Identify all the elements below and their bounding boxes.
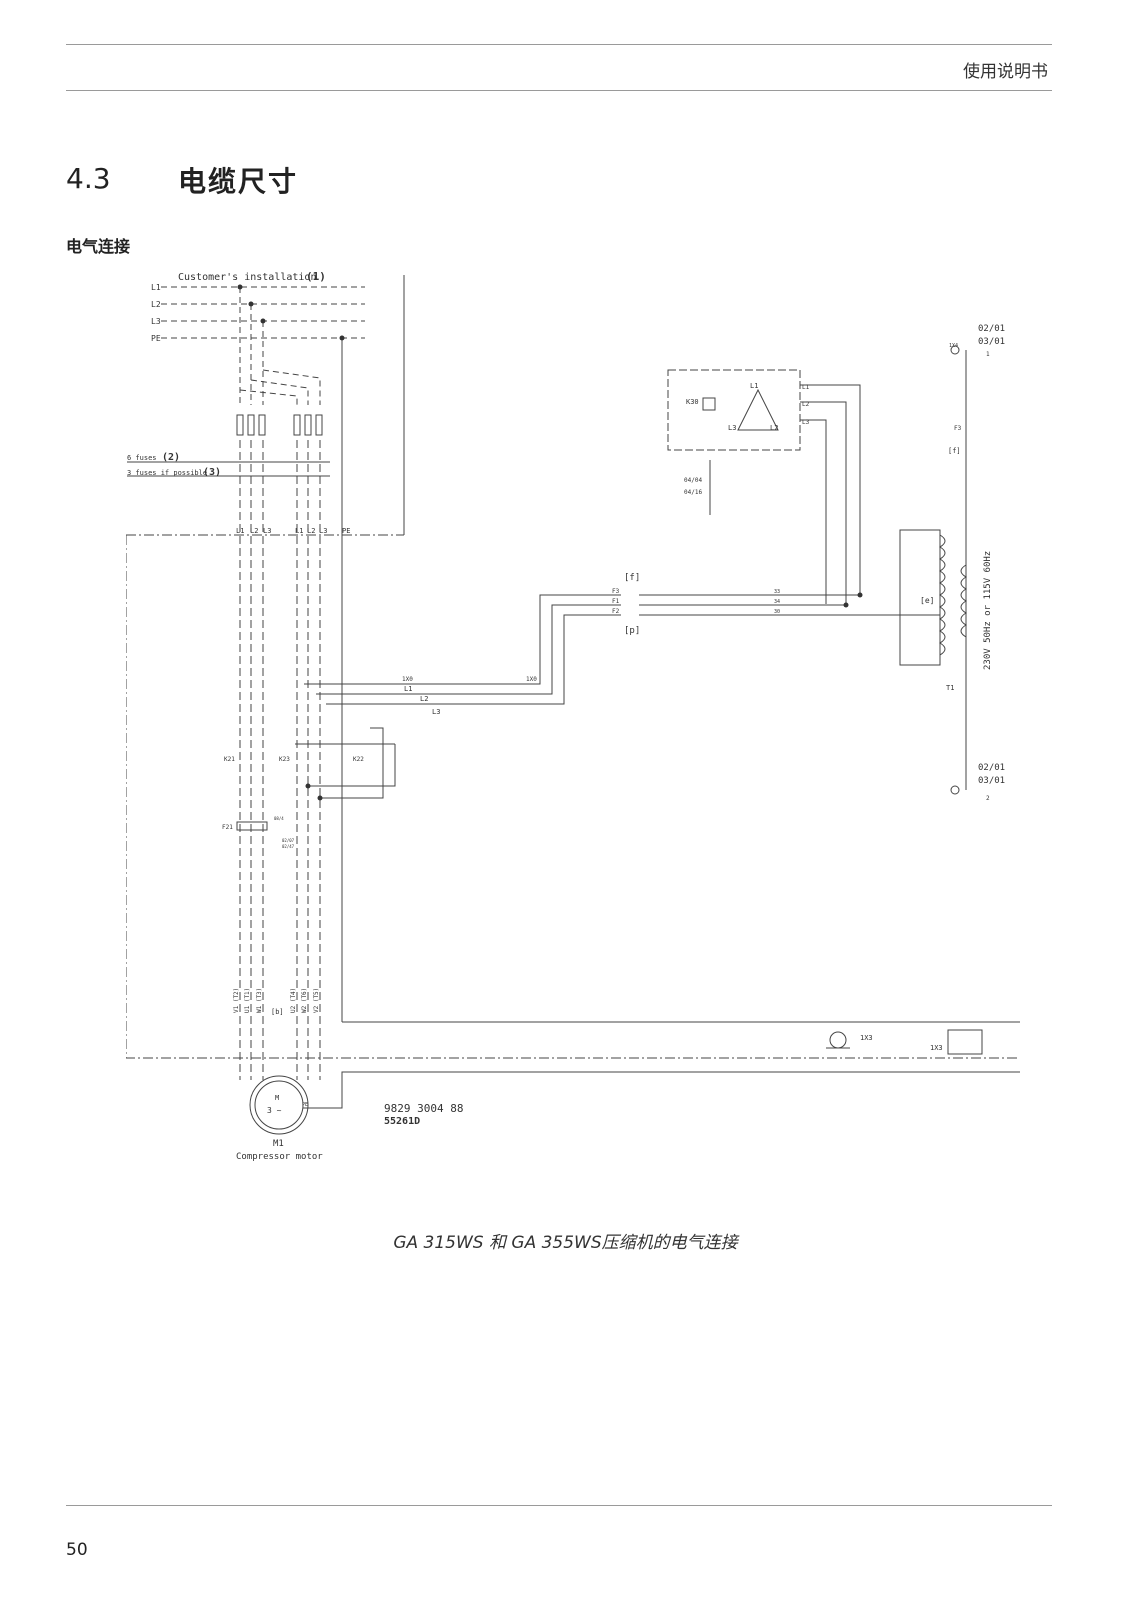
relay-in-l1: L1 — [750, 382, 758, 390]
fuse-label: F1 — [612, 598, 620, 605]
fuses-6-label: 6 fuses — [127, 454, 157, 462]
phase-label-l1: L1 — [151, 283, 161, 292]
motor-terminal: U1 (T1) — [244, 988, 251, 1013]
motor-symbol: M — [275, 1094, 279, 1102]
relay-contact: 04/04 — [684, 477, 702, 484]
wiring-diagram: Customer's installation (1) L1 L2 L3 PE … — [126, 270, 1020, 1162]
relay-in-l3: L3 — [728, 424, 736, 432]
motor-phase: 3 ~ — [267, 1106, 282, 1115]
phase-label-l2: L2 — [151, 300, 161, 309]
wire-number: 30 — [774, 609, 780, 615]
customer-installation-label: Customer's installation — [178, 272, 316, 283]
earth-terminal-2: 1X3 — [930, 1044, 943, 1052]
fuse-f3: F3 — [954, 425, 962, 432]
terminal-label: L1 — [295, 527, 303, 535]
page-number: 50 — [66, 1540, 88, 1560]
fuse-f3-bracket: [f] — [948, 447, 961, 455]
ref-bottom: 02/01 — [978, 763, 1005, 773]
relay-contact: 04/16 — [684, 489, 702, 496]
wire-number: 34 — [774, 599, 780, 605]
header-bottom-rule — [66, 90, 1052, 91]
terminal-1x4: 1X4 — [949, 343, 958, 349]
header-title: 使用说明书 — [963, 62, 1048, 82]
motor-terminal: U2 (T4) — [290, 988, 297, 1013]
contactor-k21: K21 — [224, 756, 235, 763]
motor-id: M1 — [273, 1139, 284, 1149]
wire-2: 2 — [986, 795, 990, 802]
contactor-k23: K23 — [279, 756, 290, 763]
relay-out-l1: L1 — [802, 384, 810, 391]
ref-top: 03/01 — [978, 337, 1005, 347]
motor-label: Compressor motor — [236, 1152, 323, 1162]
transformer-voltage: 230V 50Hz or 115V 60Hz — [983, 551, 993, 670]
subheading: 电气连接 — [66, 237, 131, 256]
relay-in-l2: L2 — [770, 424, 778, 432]
motor-terminal: V1 (T2) — [233, 988, 240, 1013]
overload-contact: 08/4 — [274, 816, 284, 821]
overload-f21: F21 — [222, 824, 233, 831]
contactor-k22: K22 — [353, 756, 364, 763]
transformer-bracket: [e] — [920, 596, 934, 605]
overload-contact: 02/07 — [282, 838, 295, 843]
ref-bottom: 03/01 — [978, 776, 1005, 786]
k30-label: K30 — [686, 398, 699, 406]
motor-terminal: V2 (T5) — [313, 988, 320, 1013]
footer-rule — [66, 1505, 1052, 1506]
terminal-1x0: 1X0 — [402, 676, 413, 683]
terminal-1x0-b: 1X0 — [526, 676, 537, 683]
phase-label-l3: L3 — [151, 317, 161, 326]
terminal-label: L2 — [250, 527, 258, 535]
phase-label-pe: PE — [151, 334, 161, 343]
transformer-t1: T1 — [946, 684, 954, 692]
overload-contact: 02/47 — [282, 844, 295, 849]
fuse-bracket-top: [f] — [624, 573, 640, 583]
terminal-label: L2 — [307, 527, 315, 535]
section-number: 4.3 — [66, 162, 111, 195]
earth-terminal: 1X3 — [860, 1034, 873, 1042]
motor-terminal: W2 (T6) — [301, 988, 308, 1013]
header-top-rule — [66, 44, 1052, 45]
section-title: 电缆尺寸 — [178, 165, 299, 198]
wire-number: 33 — [774, 589, 780, 595]
terminal-label: L3 — [319, 527, 327, 535]
doc-code: 55261D — [384, 1116, 420, 1127]
note-2: (2) — [162, 452, 180, 463]
bus-label: L2 — [420, 695, 428, 703]
figure-caption: GA 315WS 和 GA 355WS压缩机的电气连接 — [393, 1233, 738, 1253]
wire-1: 1 — [986, 351, 990, 358]
bus-label: L3 — [432, 708, 440, 716]
motor-bracket: [b] — [271, 1008, 284, 1016]
fuses-3-label: 3 fuses if possible — [127, 469, 207, 477]
motor-pe: PE — [302, 1102, 308, 1108]
note-3: (3) — [203, 467, 221, 478]
fuse-label: F2 — [612, 608, 620, 615]
ref-top: 02/01 — [978, 324, 1005, 334]
bus-label: L1 — [404, 685, 412, 693]
terminal-label: L3 — [263, 527, 271, 535]
relay-out-l2: L2 — [802, 401, 810, 408]
doc-number: 9829 3004 88 — [384, 1102, 463, 1115]
terminal-label: L1 — [236, 527, 244, 535]
note-1: (1) — [306, 270, 326, 283]
fuse-bracket-bottom: [p] — [624, 626, 640, 636]
motor-terminal: W1 (T3) — [256, 988, 263, 1013]
relay-out-l3: L3 — [802, 419, 810, 426]
fuse-label: F3 — [612, 588, 620, 595]
terminal-label: PE — [342, 527, 350, 535]
